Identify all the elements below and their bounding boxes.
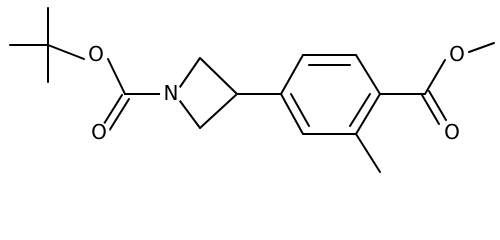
ester-oxygen-right: O (449, 42, 465, 66)
bond-ch2-bottom-to-ch (199, 93, 238, 129)
bond-o-to-methyl (468, 42, 495, 53)
carbonyl-oxygen-right: O (444, 120, 460, 144)
bond-ester-carbonyl-b (428, 90, 447, 121)
bond-methyl (355, 133, 381, 173)
bond-carbonyl-double-b (108, 98, 130, 132)
bond-o-to-carbonyl-c (107, 58, 126, 95)
bond-ring-inner-left (290, 93, 310, 127)
bond-ring-4 (355, 93, 381, 135)
bond-ring-inner-right (349, 93, 371, 127)
bond-ester-carbonyl-a (421, 94, 440, 125)
chemical-structure: O O N O O (9, 7, 495, 173)
carbonyl-oxygen-left: O (91, 120, 107, 144)
tert-butyl-group (9, 7, 85, 83)
bond-ring-6 (280, 93, 304, 135)
bond-ch2-top-to-ch (199, 57, 238, 95)
bond-carbonyl-double-a (101, 94, 123, 128)
bond-tbu-to-o (47, 44, 85, 60)
bond-n-to-ch2-bottom (179, 100, 201, 129)
methyl-ester-group (379, 42, 495, 125)
bond-n-to-ch2-top (179, 57, 201, 88)
bond-ester-c-to-o (424, 59, 446, 95)
benzene-ring (280, 54, 381, 135)
bond-ring-3 (355, 54, 381, 95)
ester-oxygen-left: O (88, 42, 104, 66)
bond-ring-1 (280, 54, 304, 95)
azetidine-ring (179, 57, 282, 129)
azetidine-nitrogen: N (164, 81, 179, 105)
boc-carbamate-group (101, 58, 161, 132)
